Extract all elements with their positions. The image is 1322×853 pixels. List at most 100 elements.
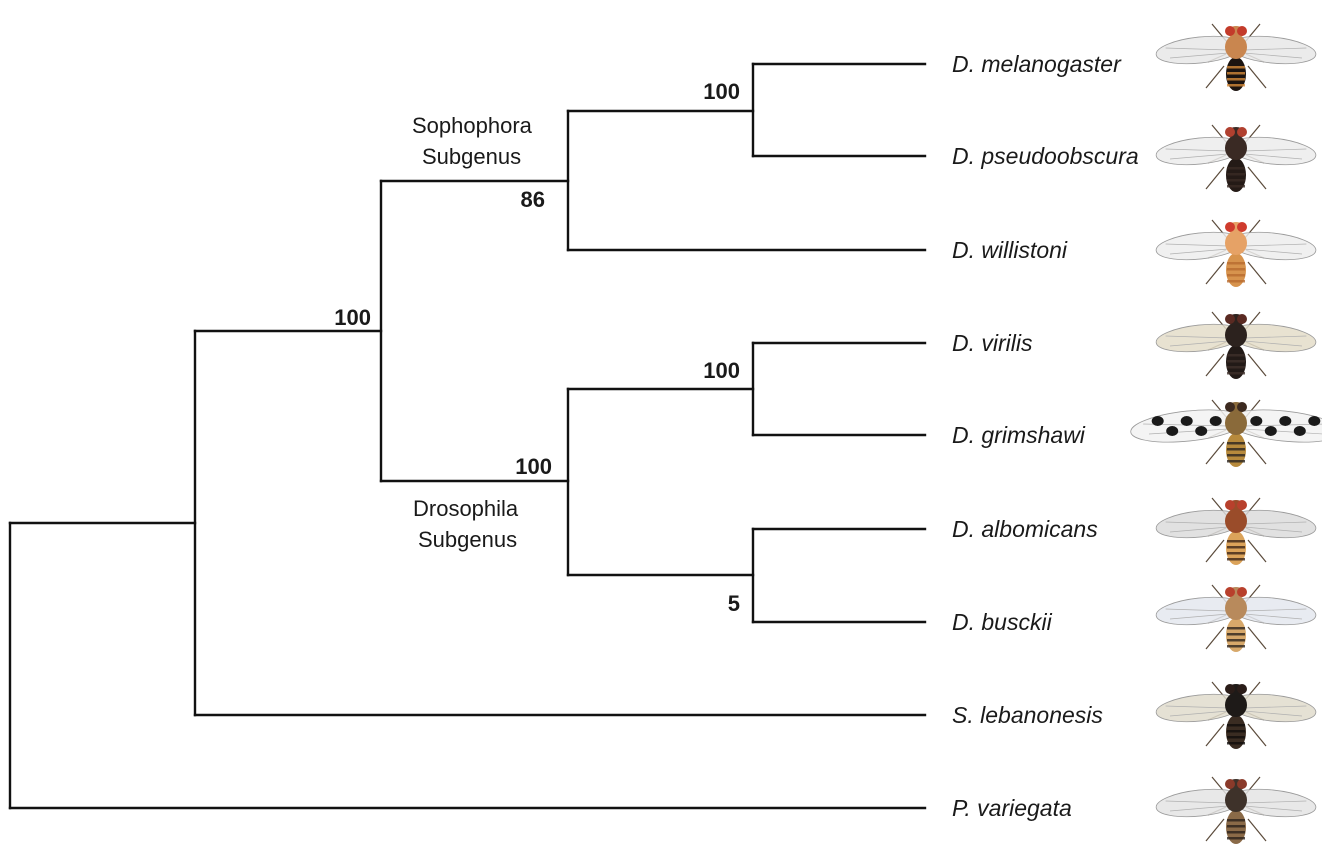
- fly-abdomen-band: [1227, 360, 1245, 363]
- support-sophophora: 86: [521, 187, 545, 212]
- fly-image-virilis: [1155, 311, 1317, 379]
- fly-leg: [1247, 261, 1267, 285]
- fly-wing-vein: [1169, 340, 1229, 347]
- taxon-labels: D. melanogaster D. pseudoobscura D. will…: [952, 51, 1139, 821]
- fly-thorax: [1225, 231, 1247, 255]
- fly-leg: [1205, 65, 1225, 89]
- fly-wing-vein: [1169, 248, 1229, 255]
- support-mel-pse: 100: [703, 79, 740, 104]
- fly-eye: [1237, 26, 1247, 36]
- fly-eye: [1237, 127, 1247, 137]
- fly-wing-vein: [1165, 800, 1229, 804]
- fly-abdomen-band: [1227, 274, 1245, 277]
- fly-abdomen-band: [1227, 372, 1245, 375]
- fly-image-variegata: [1155, 776, 1317, 844]
- fly-wing-vein: [1243, 335, 1307, 339]
- fly-eye: [1225, 26, 1235, 36]
- fly-thorax: [1225, 509, 1247, 533]
- fly-abdomen-band: [1227, 558, 1245, 561]
- clade-sophophora-line1: Sophophora: [412, 113, 533, 138]
- fly-leg: [1247, 723, 1267, 747]
- fly-eye: [1237, 684, 1247, 694]
- fly-wing-vein: [1165, 608, 1229, 612]
- taxon-d-melanogaster: D. melanogaster: [952, 51, 1122, 77]
- fly-leg: [1205, 261, 1225, 285]
- fly-abdomen-band: [1227, 633, 1245, 636]
- support-vir-gri: 100: [703, 358, 740, 383]
- fly-eye: [1237, 779, 1247, 789]
- clade-drosophila-line1: Drosophila: [413, 496, 519, 521]
- fly-leg: [1247, 441, 1267, 465]
- fly-wing-vein: [1243, 428, 1322, 435]
- fly-abdomen-band: [1227, 72, 1245, 75]
- fly-image-melanogaster: [1155, 23, 1317, 91]
- fly-eye: [1237, 314, 1247, 324]
- fly-eye: [1225, 779, 1235, 789]
- fly-abdomen-band: [1227, 354, 1245, 357]
- fly-thorax: [1225, 788, 1247, 812]
- fly-eye: [1225, 684, 1235, 694]
- fly-wing-vein: [1243, 805, 1303, 812]
- fly-wing-vein: [1169, 526, 1229, 533]
- fly-leg: [1205, 166, 1225, 190]
- fly-image-busckii: [1155, 584, 1317, 652]
- fly-abdomen-band: [1227, 819, 1245, 822]
- fly-wing-vein: [1165, 521, 1229, 525]
- fly-abdomen-band: [1227, 366, 1245, 369]
- fly-leg: [1247, 626, 1267, 650]
- fly-image-grimshawi: [1130, 399, 1322, 467]
- fly-thorax: [1225, 35, 1247, 59]
- fly-eye: [1237, 402, 1247, 412]
- fly-abdomen-band: [1227, 831, 1245, 834]
- fly-wing-spot: [1264, 426, 1277, 436]
- fly-wing-spot: [1195, 426, 1208, 436]
- fly-wing-vein: [1148, 428, 1229, 435]
- fly-leg: [1247, 539, 1267, 563]
- fly-eye: [1225, 314, 1235, 324]
- fly-abdomen-band: [1227, 268, 1245, 271]
- fly-thorax: [1225, 411, 1247, 435]
- fly-wing-vein: [1165, 243, 1229, 247]
- fly-eye: [1237, 500, 1247, 510]
- fly-abdomen-band: [1227, 540, 1245, 543]
- taxon-d-busckii: D. busckii: [952, 609, 1053, 635]
- fly-abdomen-band: [1227, 185, 1245, 188]
- fly-wing-vein: [1243, 52, 1303, 59]
- fly-wing-vein: [1169, 613, 1229, 620]
- fly-wing-vein: [1243, 148, 1307, 152]
- fly-wing-vein: [1243, 608, 1307, 612]
- fly-wing-vein: [1243, 613, 1303, 620]
- fly-abdomen-band: [1227, 645, 1245, 648]
- fly-wing-spot: [1166, 426, 1179, 436]
- fly-eye: [1225, 127, 1235, 137]
- fly-leg: [1205, 723, 1225, 747]
- fly-wing-spot: [1209, 416, 1222, 426]
- fly-eye: [1237, 222, 1247, 232]
- fly-wing-vein: [1243, 710, 1303, 717]
- fly-thorax: [1225, 596, 1247, 620]
- fly-leg: [1205, 626, 1225, 650]
- fly-leg: [1205, 539, 1225, 563]
- fly-wing-spot: [1293, 426, 1306, 436]
- fly-illustrations: [1130, 23, 1322, 844]
- fly-wing-spot: [1180, 416, 1193, 426]
- fly-wing-vein: [1165, 47, 1229, 51]
- fly-wing-spot: [1279, 416, 1292, 426]
- fly-leg: [1205, 818, 1225, 842]
- fly-abdomen-band: [1227, 825, 1245, 828]
- fly-abdomen-band: [1227, 179, 1245, 182]
- taxon-p-variegata: P. variegata: [952, 795, 1072, 821]
- fly-abdomen-band: [1227, 730, 1245, 733]
- fly-wing-vein: [1169, 153, 1229, 160]
- taxon-d-albomicans: D. albomicans: [952, 516, 1098, 542]
- fly-wing-vein: [1243, 153, 1303, 160]
- fly-eye: [1225, 222, 1235, 232]
- fly-abdomen-band: [1227, 78, 1245, 81]
- support-drosophila-genus: 100: [334, 305, 371, 330]
- clade-labels: Sophophora Subgenus Drosophila Subgenus: [412, 113, 533, 552]
- fly-eye: [1225, 402, 1235, 412]
- taxon-d-virilis: D. virilis: [952, 330, 1033, 356]
- fly-wing-vein: [1243, 340, 1303, 347]
- taxon-d-willistoni: D. willistoni: [952, 237, 1068, 263]
